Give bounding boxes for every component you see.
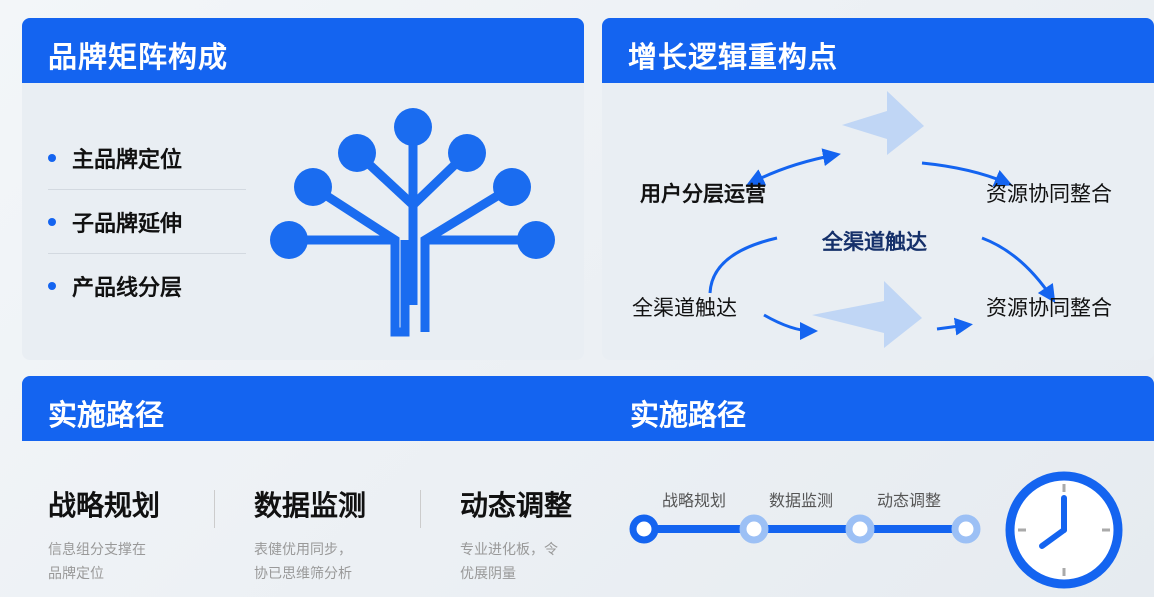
item-label: 主品牌定位 bbox=[72, 147, 183, 173]
node-resource-integration: 资源协同整合 bbox=[986, 182, 1112, 206]
list-item: 主品牌定位 bbox=[48, 126, 246, 190]
bullet-icon bbox=[48, 217, 56, 226]
timeline-track bbox=[629, 514, 981, 544]
step-desc: 协已思维筛分析 bbox=[254, 566, 352, 582]
node-user-segmentation: 用户分层运营 bbox=[640, 182, 766, 206]
list-item: 产品线分层 bbox=[48, 254, 246, 318]
item-label: 子品牌延伸 bbox=[72, 211, 183, 237]
brand-matrix-title: 品牌矩阵构成 bbox=[22, 18, 584, 83]
step-desc: 表健优用同步， bbox=[254, 542, 352, 558]
growth-logic-title: 增长逻辑重构点 bbox=[602, 18, 1154, 83]
timeline-label: 战略规划 bbox=[662, 491, 727, 510]
implementation-title-left: 实施路径 bbox=[48, 398, 165, 432]
node-omnichannel: 全渠道触达 bbox=[632, 296, 737, 320]
growth-logic-card: 增长逻辑重构点 用户分层运营 资源协同整合 全渠道触达 全渠道触达 资源协同整合 bbox=[602, 18, 1154, 360]
list-item: 子品牌延伸 bbox=[48, 190, 246, 254]
bullet-icon bbox=[48, 282, 56, 290]
step-monitoring: 数据监测表健优用同步， 协已思维筛分析 bbox=[254, 484, 366, 586]
node-center-omnichannel: 全渠道触达 bbox=[822, 230, 927, 254]
divider bbox=[420, 490, 421, 528]
step-title: 数据监测 bbox=[254, 489, 367, 522]
step-desc: 优展阴量 bbox=[460, 566, 516, 582]
node-resource-integration-2: 资源协同整合 bbox=[986, 296, 1112, 320]
step-desc: 信息组分支撑在 bbox=[48, 542, 146, 558]
bullet-icon bbox=[48, 153, 56, 162]
step-strategy: 战略规划信息组分支撑在品牌定位 bbox=[48, 484, 160, 586]
step-desc: 品牌定位 bbox=[48, 566, 104, 582]
brand-matrix-card: 品牌矩阵构成 主品牌定位 子品牌延伸 产品线分层 bbox=[22, 18, 584, 360]
step-title: 动态调整 bbox=[460, 489, 573, 522]
step-title: 战略规划 bbox=[48, 489, 161, 522]
cycle-arrows-icon bbox=[708, 91, 1056, 348]
clock-icon bbox=[1005, 471, 1123, 589]
item-label: 产品线分层 bbox=[72, 276, 183, 301]
timeline-label: 动态调整 bbox=[877, 491, 942, 510]
tree-icon bbox=[270, 108, 555, 337]
divider bbox=[214, 490, 215, 528]
step-desc: 专业进化板，令 bbox=[460, 542, 558, 558]
implementation-title-right: 实施路径 bbox=[630, 398, 747, 432]
implementation-header: 实施路径 实施路径 bbox=[22, 376, 1154, 441]
timeline-label: 数据监测 bbox=[769, 491, 834, 510]
step-adjustment: 动态调整专业进化板，令优展阴量 bbox=[460, 484, 572, 586]
